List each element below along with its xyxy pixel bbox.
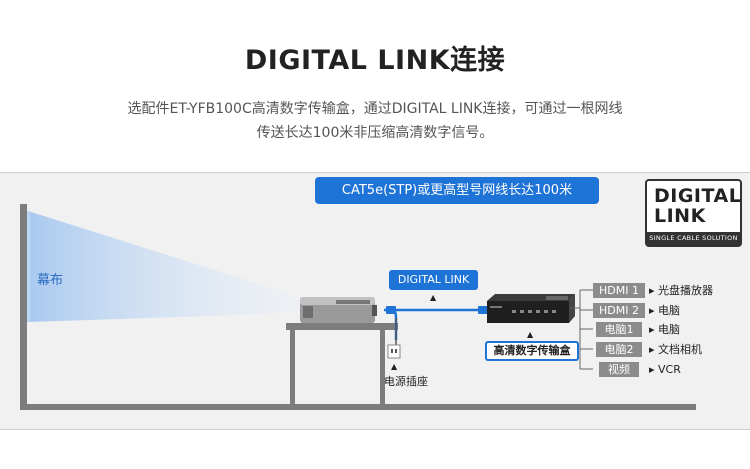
input-bracket [570,289,593,370]
page-title: DIGITAL LINK连接 [244,45,506,76]
device-1: ▸ 光盘播放器 [649,284,714,297]
digital-link-tag: DIGITAL LINK [389,270,478,290]
device-5-label: VCR [658,363,681,376]
device-1-label: 光盘播放器 [658,284,714,297]
outlet-pointer-icon: ▲ [391,362,398,371]
logo-line-2: LINK [654,205,706,227]
digital-link-pointer-icon: ▲ [430,293,437,302]
digital-link-logo: DIGITAL LINK SINGLE CABLE SOLUTION [645,179,742,247]
device-4: ▸ 文档相机 [649,343,703,356]
description: 选配件ET-YFB100C高清数字传输盒，通过DIGITAL LINK连接，可通… [0,97,750,145]
description-line-1: 选配件ET-YFB100C高清数字传输盒，通过DIGITAL LINK连接，可通… [127,101,623,117]
projection-beam [28,211,300,322]
projector-icon [300,297,377,323]
cable-length-banner: CAT5e(STP)或更高型号网线长达100米 [315,177,599,204]
logo-line-1: DIGITAL [654,185,742,207]
port-video: 视频 [599,362,639,377]
screen-label: 幕布 [37,273,64,288]
projection-screen [20,204,27,410]
port-hdmi2: HDMI 2 [593,303,645,318]
logo-tagline: SINGLE CABLE SOLUTION [647,232,740,245]
transmitter-box-icon [487,294,575,323]
floor [20,404,696,410]
digital-link-cable [384,308,484,340]
device-4-label: 文档相机 [658,343,703,356]
device-3-label: 电脑 [658,323,681,336]
outlet-label: 电源插座 [384,375,428,388]
device-2: ▸ 电脑 [649,304,681,317]
port-hdmi1: HDMI 1 [593,283,645,298]
power-outlet-icon [387,318,401,359]
port-pc2: 电脑2 [596,342,642,357]
device-2-label: 电脑 [658,304,681,317]
description-line-2: 传送长达100米非压缩高清数字信号。 [256,125,494,141]
device-5: ▸ VCR [649,363,681,376]
device-3: ▸ 电脑 [649,323,681,336]
port-pc1: 电脑1 [596,322,642,337]
transmitter-tag: 高清数字传输盒 [485,341,579,361]
projector-table [286,323,398,405]
transmitter-pointer-icon: ▲ [527,330,534,339]
